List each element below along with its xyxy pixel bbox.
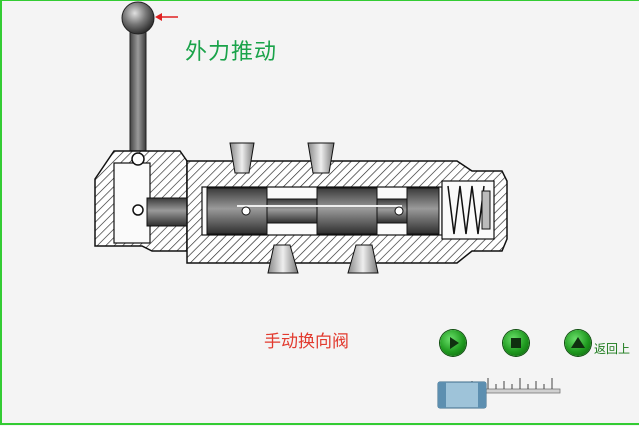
stop-icon: [511, 338, 521, 348]
back-label[interactable]: 返回上: [594, 342, 631, 356]
up-arrow-icon: [571, 337, 585, 348]
back-up-button[interactable]: [565, 330, 591, 356]
valve-spool: [206, 187, 440, 235]
port-bottom-right: [347, 244, 379, 274]
force-label: 外力推动: [185, 40, 278, 65]
port-top-right: [307, 142, 335, 174]
play-button[interactable]: [440, 330, 466, 356]
port-top-left: [229, 142, 255, 174]
hand-lever[interactable]: [121, 1, 155, 182]
valve-title: 手动换向阀: [264, 332, 349, 352]
force-arrow-icon: [155, 13, 178, 21]
lever-housing: [94, 150, 196, 252]
progress-slider[interactable]: [437, 378, 561, 409]
play-icon: [450, 337, 459, 349]
stop-button[interactable]: [503, 330, 529, 356]
port-bottom-left: [267, 244, 299, 274]
